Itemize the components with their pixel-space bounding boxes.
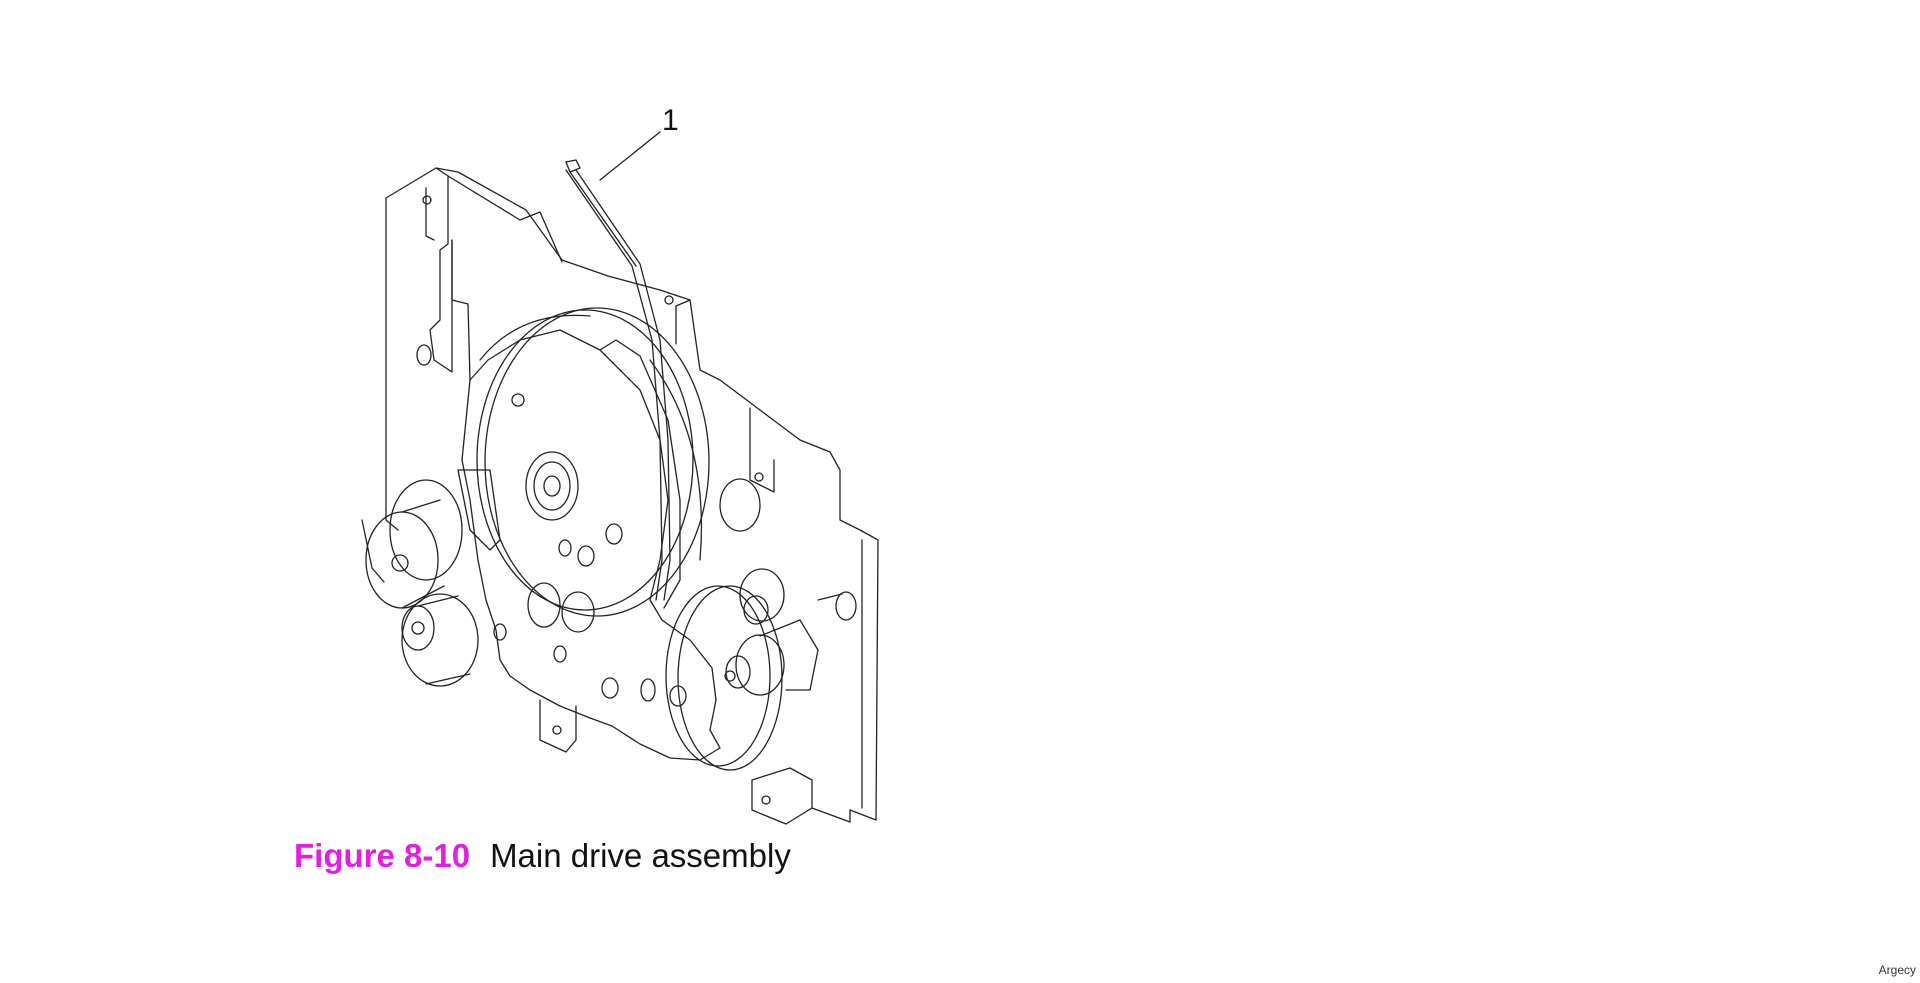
callout-label-1: 1 <box>662 104 679 137</box>
figure-caption: Figure 8-10 Main drive assembly <box>294 836 791 876</box>
drive-plate <box>461 329 721 761</box>
watermark-text: Argecy <box>1878 963 1916 977</box>
frame-foot-left <box>539 699 577 753</box>
figure-title: Main drive assembly <box>490 837 791 874</box>
cable-harness <box>565 159 671 601</box>
left-roller-gears <box>361 469 501 687</box>
frame-foot-right <box>751 767 851 825</box>
callout-leader-line <box>599 131 661 181</box>
figure-number: Figure 8-10 <box>294 837 471 874</box>
chassis-frame <box>385 167 879 821</box>
right-roller-gears <box>665 568 857 771</box>
